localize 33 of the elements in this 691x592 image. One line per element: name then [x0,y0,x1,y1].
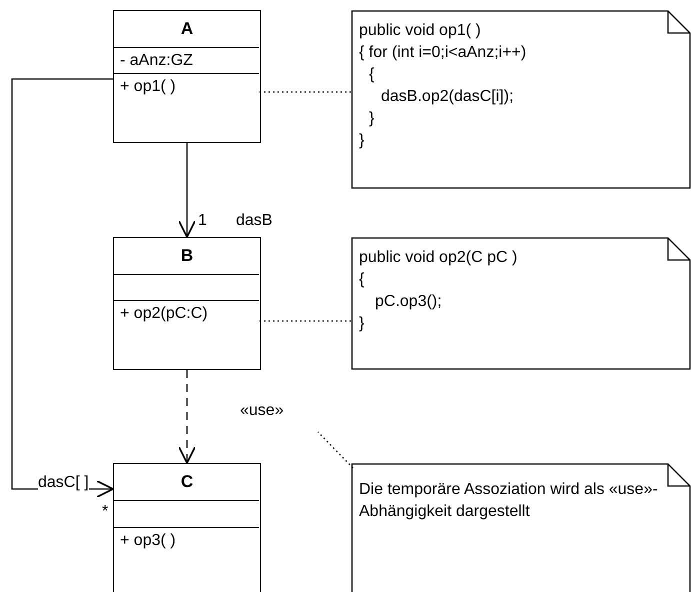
code-line: } [359,131,366,151]
code-line: dasB.op2(dasC[i]); [380,87,515,107]
code-line: } [359,314,366,334]
association-arrow [11,78,114,498]
code-line: { [368,65,376,85]
code-line: public void op2(C pC ) [359,248,518,268]
operation-compartment: + op1( ) [114,73,259,141]
operation-compartment: + op3( ) [114,527,259,592]
class-name: B [180,246,194,266]
attribute-compartment: - aAnz:GZ [114,47,259,74]
code-line: { for (int i=0;i<aAnz;i++) [359,43,528,63]
class-name: C [180,472,194,492]
note-text: Die temporäre Assoziation wird als «use»-Abhängigkeit dargestellt [359,480,659,522]
multiplicity-label: * [102,503,108,521]
dependency-arrow [178,370,196,464]
note-box [351,237,691,370]
note-box [351,463,691,592]
code-line: } [368,109,376,129]
code-line: pC.op3(); [374,292,443,312]
class-box [113,463,261,592]
note-leader-line [258,320,351,322]
edge-label: dasC[ ] [38,474,89,492]
association-arrow [178,143,196,238]
note-leader-line [318,432,354,468]
code-line: public void op1( ) [359,21,482,41]
class-box [113,237,261,370]
code-line: { [359,270,366,290]
class-box [113,10,261,143]
operation-compartment: + op2(pC:C) [114,300,259,368]
note-leader-line [258,91,351,93]
class-name: A [180,19,194,39]
note-box [351,10,691,189]
multiplicity-label: 1 [198,212,207,230]
